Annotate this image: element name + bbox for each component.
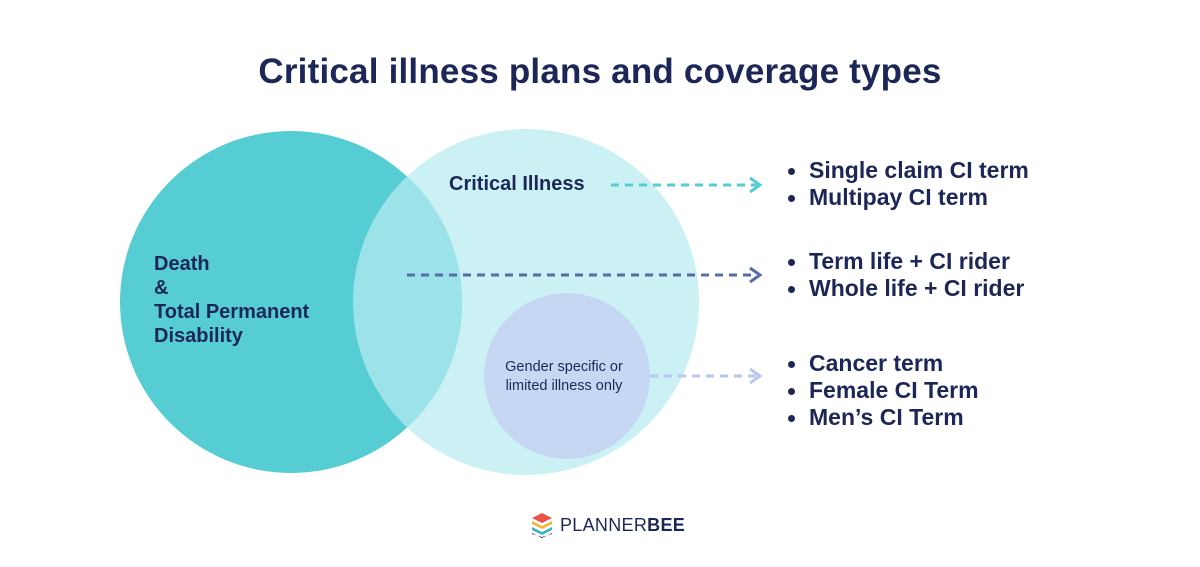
critical-illness-arrow [611, 176, 763, 194]
logo-word-bee: BEE [647, 514, 686, 535]
overlap-arrow [407, 266, 763, 284]
death-tpd-label-line: & [154, 277, 169, 299]
death-tpd-label: Death & Total Permanent Disability [154, 252, 354, 348]
death-tpd-label-line: Death [154, 253, 210, 275]
list-item: Term life + CI rider [785, 248, 1024, 275]
page-title: Critical illness plans and coverage type… [258, 52, 942, 91]
logo-wordmark: PLANNERBEE [560, 515, 685, 536]
hexagon-stack-icon [532, 513, 552, 538]
death-tpd-label-line: Disability [154, 325, 243, 347]
critical-illness-label: Critical Illness [449, 173, 585, 195]
rider-plan-list: Term life + CI rider Whole life + CI rid… [785, 248, 1024, 302]
planner-bee-logo: PLANNERBEE [530, 512, 685, 538]
gender-specific-arrow [650, 367, 763, 385]
gender-specific-circle [484, 293, 650, 459]
gender-specific-label: Gender specific or limited illness only [505, 359, 623, 394]
gender-specific-plan-list: Cancer term Female CI Term Men’s CI Term [785, 350, 979, 431]
list-item: Female CI Term [785, 377, 979, 404]
list-item: Multipay CI term [785, 184, 1029, 211]
list-item: Whole life + CI rider [785, 275, 1024, 302]
death-tpd-label-line: Total Permanent [154, 301, 310, 323]
critical-illness-plan-list: Single claim CI term Multipay CI term [785, 157, 1029, 211]
list-item: Single claim CI term [785, 157, 1029, 184]
list-item: Men’s CI Term [785, 404, 979, 431]
list-item: Cancer term [785, 350, 979, 377]
logo-word-planner: PLANNER [560, 514, 648, 535]
